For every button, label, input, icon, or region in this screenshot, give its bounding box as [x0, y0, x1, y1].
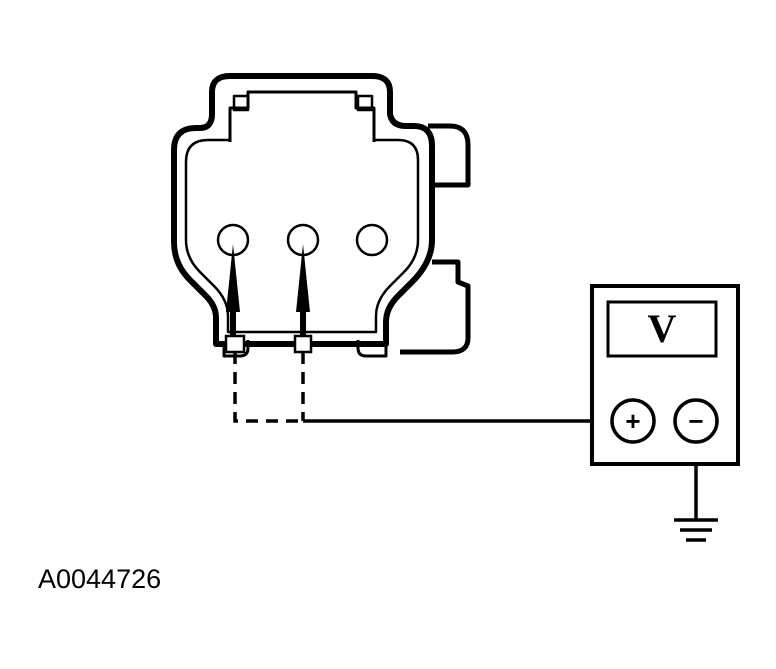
- probe-tip-1: [226, 244, 240, 312]
- alternate-lead-dashed: [233, 352, 303, 423]
- connector-housing-outer: [171, 73, 435, 347]
- figure-id: A0044726: [38, 564, 162, 594]
- probe-tip-2: [296, 244, 310, 312]
- probe-shank-1: [230, 312, 236, 342]
- connector-upper-tab: [428, 123, 471, 188]
- probe-terminal-1: [224, 334, 246, 354]
- connector: [171, 73, 471, 358]
- positive-terminal: [610, 398, 656, 444]
- voltmeter-display: [606, 300, 718, 358]
- connector-bottom-lip: [222, 340, 250, 358]
- connector-top-lock: [228, 90, 376, 142]
- voltmeter-reading: V: [648, 306, 677, 351]
- ground-icon: [674, 518, 718, 542]
- pin-cavity-3: [355, 223, 389, 257]
- negative-terminal: [673, 398, 719, 444]
- connector-lower-tab: [400, 259, 471, 355]
- lock-corner-left: [232, 94, 250, 112]
- positive-terminal-label: +: [625, 406, 640, 436]
- negative-terminal-label: −: [688, 406, 703, 436]
- probe-pins: [224, 244, 313, 354]
- probe-terminal-2: [293, 334, 313, 354]
- voltmeter: V + −: [590, 284, 740, 466]
- connector-bottom-lip-right: [356, 340, 388, 358]
- probe-shank-2: [300, 312, 306, 342]
- lock-corner-right: [356, 94, 374, 112]
